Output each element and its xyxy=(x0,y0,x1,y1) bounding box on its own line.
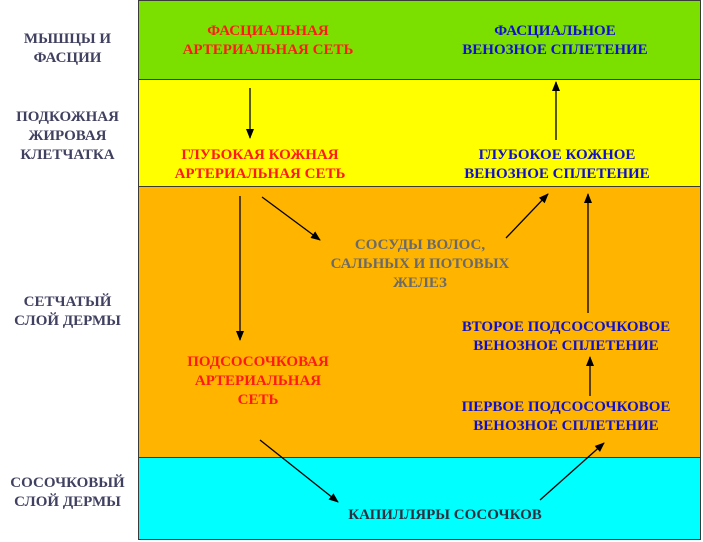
layer-label-muscles: МЫШЦЫ И ФАСЦИИ xyxy=(23,31,112,66)
arrow-deep-arterial-to-hair-vessels xyxy=(261,196,321,241)
layer-band-papillary xyxy=(138,457,701,540)
layer-band-muscles xyxy=(138,0,701,80)
node-hair-gland-vessels: СОСУДЫ ВОЛОС, САЛЬНЫХ И ПОТОВЫХ ЖЕЛЕЗ xyxy=(330,237,510,291)
arrow-subpapillary-to-capillaries xyxy=(259,439,339,503)
node-subpapillary-arterial: ПОДСОСОЧКОВАЯ АРТЕРИАЛЬНАЯ СЕТЬ xyxy=(187,354,329,408)
node-first-subpapillary-venous: ПЕРВОЕ ПОДСОСОЧКОВОЕ ВЕНОЗНОЕ СПЛЕТЕНИЕ xyxy=(461,399,671,434)
node-deep-venous: ГЛУБОКОЕ КОЖНОЕ ВЕНОЗНОЕ СПЛЕТЕНИЕ xyxy=(464,147,650,182)
arrow-capillaries-to-first-venous xyxy=(539,442,605,501)
layer-label-reticular: СЕТЧАТЫЙ СЛОЙ ДЕРМЫ xyxy=(14,294,121,329)
layer-band-subcutaneous xyxy=(138,79,701,187)
node-second-subpapillary-venous: ВТОРОЕ ПОДСОСОЧКОВОЕ ВЕНОЗНОЕ СПЛЕТЕНИЕ xyxy=(461,319,671,354)
node-deep-arterial: ГЛУБОКАЯ КОЖНАЯ АРТЕРИАЛЬНАЯ СЕТЬ xyxy=(174,147,346,182)
node-papillary-capillaries: КАПИЛЛЯРЫ СОСОЧКОВ xyxy=(348,507,542,523)
arrow-hair-vessels-to-deep-venous xyxy=(505,193,549,239)
node-fascial-venous: ФАСЦИАЛЬНОЕ ВЕНОЗНОЕ СПЛЕТЕНИЕ xyxy=(462,23,648,58)
node-fascial-arterial: ФАСЦИАЛЬНАЯ АРТЕРИАЛЬНАЯ СЕТЬ xyxy=(182,23,354,58)
layer-label-subcutaneous: ПОДКОЖНАЯ ЖИРОВАЯ КЛЕТЧАТКА xyxy=(16,109,119,163)
layer-label-papillary: СОСОЧКОВЫЙ СЛОЙ ДЕРМЫ xyxy=(10,475,125,510)
